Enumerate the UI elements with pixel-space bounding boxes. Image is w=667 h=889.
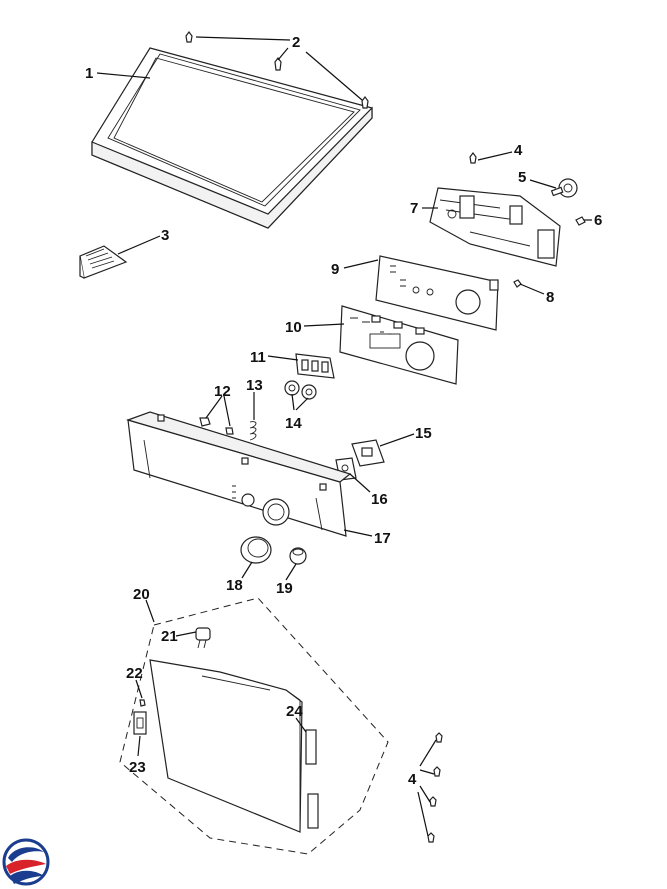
callout-labels: 1 2 3 4 5 6 7 8 9 10 11 12 13 14 15 16 1… <box>85 34 602 788</box>
screw-part-22 <box>139 699 146 707</box>
button-cap-part <box>289 547 307 565</box>
callout-2: 2 <box>292 34 300 51</box>
clip-part <box>575 216 586 226</box>
top-lid-part <box>91 47 373 229</box>
callout-20: 20 <box>133 586 150 603</box>
manual-booklet-part <box>79 245 128 279</box>
screw-part-8 <box>513 279 522 288</box>
callout-3: 3 <box>161 227 169 244</box>
control-bracket-part <box>429 187 561 267</box>
screw-parts-right <box>427 152 477 843</box>
leader-lines <box>96 36 592 837</box>
hinge-pin-part <box>195 627 211 649</box>
callout-19: 19 <box>276 580 293 597</box>
callout-16: 16 <box>371 491 388 508</box>
callout-9: 9 <box>331 261 339 278</box>
button-parts <box>284 380 317 400</box>
door-assembly-outline <box>119 597 389 855</box>
spring-part <box>249 421 257 441</box>
callout-7: 7 <box>410 200 418 217</box>
switch-module-part <box>295 353 335 379</box>
circuit-board-part <box>375 255 499 331</box>
callout-1: 1 <box>85 65 93 82</box>
callout-10: 10 <box>285 319 302 336</box>
control-panel-front-part <box>126 411 352 537</box>
callout-24: 24 <box>286 703 303 720</box>
shaft-knob-part <box>550 178 578 198</box>
callout-4a: 4 <box>514 142 523 159</box>
callout-6: 6 <box>594 212 602 229</box>
callout-12: 12 <box>214 383 231 400</box>
door-latch-bracket-part <box>133 711 147 735</box>
callout-11: 11 <box>250 349 266 366</box>
callout-21: 21 <box>161 628 178 645</box>
callout-15: 15 <box>415 425 432 442</box>
callout-17: 17 <box>374 530 391 547</box>
callout-13: 13 <box>246 377 263 394</box>
callout-22: 22 <box>126 665 143 682</box>
callout-14: 14 <box>285 415 302 432</box>
company-swirl-logo-icon <box>2 838 50 886</box>
callout-23: 23 <box>129 759 146 776</box>
panel-housing-part <box>339 305 459 385</box>
callout-5: 5 <box>518 169 526 186</box>
callout-4b: 4 <box>408 771 417 788</box>
callout-8: 8 <box>546 289 554 306</box>
screw-parts-top <box>185 31 369 109</box>
callout-18: 18 <box>226 577 243 594</box>
selector-knob-part <box>240 536 272 564</box>
connector-part <box>351 439 385 467</box>
small-screw-parts-12 <box>199 417 234 435</box>
door-panel-part <box>149 659 319 833</box>
